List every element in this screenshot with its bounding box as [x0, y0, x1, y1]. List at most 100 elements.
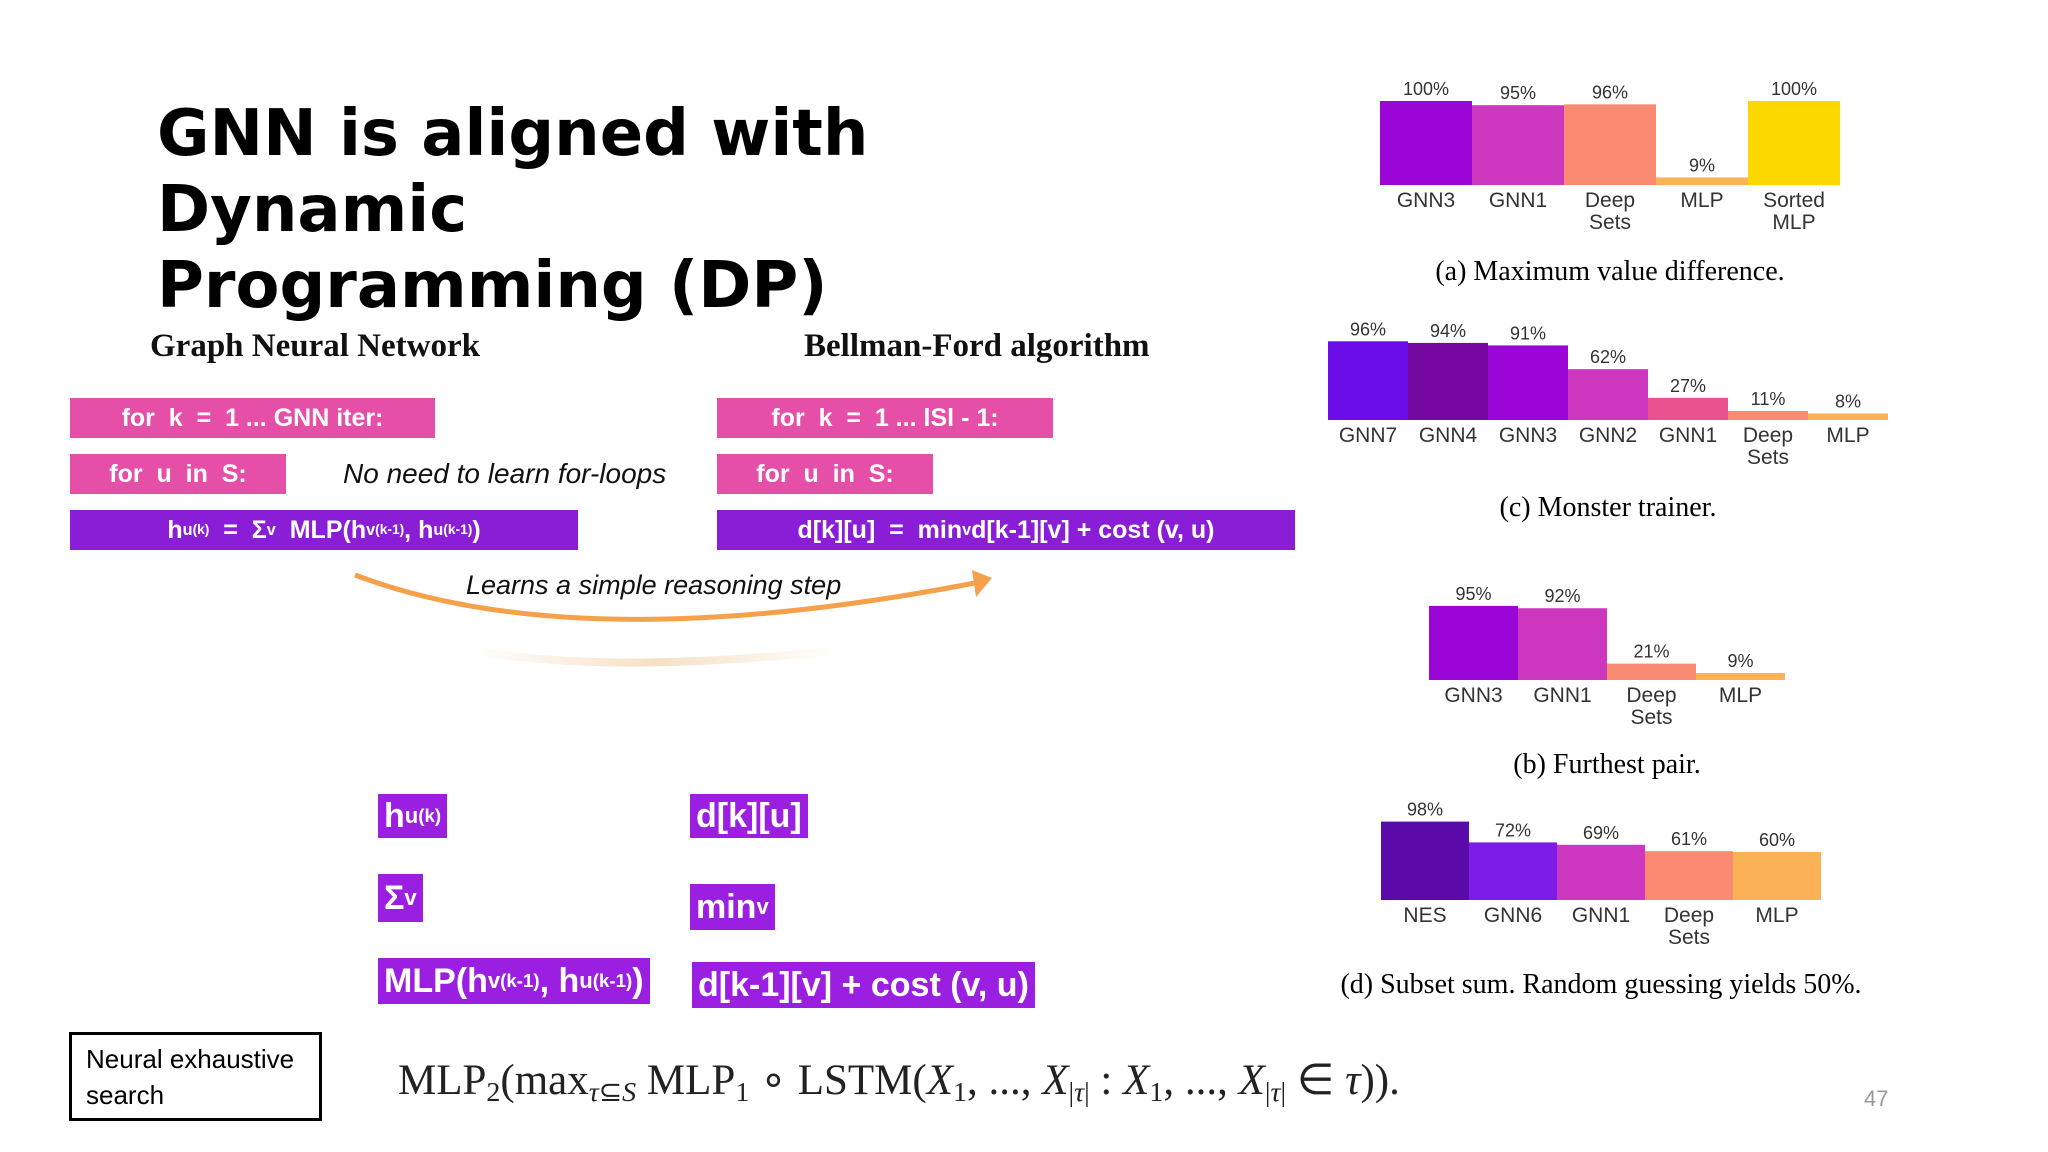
value-label-0: 95%	[1455, 584, 1491, 604]
bar-0	[1381, 821, 1469, 900]
category-label-0-0: GNN3	[1444, 684, 1502, 707]
category-label-0-0: NES	[1403, 904, 1446, 927]
tag-d-k-u: d[k][u]	[690, 794, 808, 838]
bar-4	[1733, 852, 1821, 900]
value-label-4: 60%	[1759, 830, 1795, 850]
chart-caption: (a) Maximum value difference.	[1435, 256, 1784, 287]
value-label-3: 61%	[1671, 829, 1707, 849]
tag-d-cost: d[k-1][v] + cost (v, u)	[692, 962, 1035, 1008]
category-label-0-0: GNN3	[1397, 189, 1455, 212]
value-label-4: 27%	[1670, 376, 1706, 396]
bar-2	[1488, 345, 1568, 420]
bar-2	[1564, 104, 1656, 185]
nes-label-line-2: search	[86, 1080, 165, 1110]
category-label-3-0: GNN2	[1579, 424, 1637, 447]
bar-5	[1728, 410, 1808, 420]
value-label-6: 8%	[1835, 391, 1861, 411]
category-label-2-0: GNN1	[1572, 904, 1630, 927]
bar-3	[1645, 851, 1733, 900]
bar-0	[1380, 101, 1472, 185]
bar-2	[1557, 844, 1645, 900]
category-label-6-0: MLP	[1826, 424, 1869, 447]
gnn-heading: Graph Neural Network	[150, 328, 480, 364]
category-label-1-0: GNN6	[1484, 904, 1542, 927]
bar-3	[1656, 177, 1748, 185]
nes-label-line-1: Neural exhaustive	[86, 1044, 295, 1074]
arrow-note: Learns a simple reasoning step	[466, 570, 842, 600]
value-label-0: 96%	[1350, 319, 1386, 339]
bar-4	[1648, 397, 1728, 420]
arrow-curve	[354, 572, 981, 622]
category-label-2-1: Sets	[1630, 706, 1672, 729]
slide-title: GNN is aligned with Dynamic Programming …	[157, 96, 1157, 324]
value-label-1: 95%	[1500, 83, 1536, 103]
bellman-ford-heading: Bellman-Ford algorithm	[804, 328, 1150, 364]
bar-4	[1748, 101, 1840, 185]
bar-0	[1328, 341, 1408, 420]
category-label-2-0: GNN3	[1499, 424, 1557, 447]
bf-loop-k: for k = 1 ... lSl - 1:	[717, 398, 1053, 438]
category-label-2-1: Sets	[1589, 211, 1631, 234]
category-label-5-0: Deep	[1743, 424, 1793, 447]
chart-caption: (d) Subset sum. Random guessing yields 5…	[1340, 969, 1861, 1000]
value-label-1: 72%	[1495, 820, 1531, 840]
page-number: 47	[1864, 1086, 1889, 1111]
reasoning-arrow	[354, 570, 992, 667]
category-label-2-0: Deep	[1585, 189, 1635, 212]
bar-2	[1607, 663, 1696, 680]
category-label-3-0: MLP	[1719, 684, 1762, 707]
category-label-4-1: MLP	[1772, 211, 1815, 234]
gnn-loop-u: for u in S:	[70, 454, 286, 494]
bar-1	[1469, 842, 1557, 900]
title-line-1: GNN is aligned with Dynamic	[157, 97, 869, 247]
value-label-1: 92%	[1544, 586, 1580, 606]
value-label-2: 21%	[1633, 642, 1669, 662]
nes-label-box: Neural exhaustive search	[69, 1032, 322, 1121]
bar-0	[1429, 605, 1518, 680]
bf-loop-u: for u in S:	[717, 454, 933, 494]
category-label-1-0: GNN1	[1533, 684, 1591, 707]
bar-3	[1696, 672, 1785, 680]
bar-6	[1808, 413, 1888, 420]
value-label-1: 94%	[1430, 321, 1466, 341]
gnn-loop-k: for k = 1 ... GNN iter:	[70, 398, 435, 438]
value-label-2: 69%	[1583, 823, 1619, 843]
category-label-3-1: Sets	[1668, 926, 1710, 949]
value-label-5: 11%	[1751, 389, 1786, 409]
chart-caption: (c) Monster trainer.	[1500, 492, 1717, 523]
nes-formula: MLP2(maxτ⊆S MLP1 ∘ LSTM(X1, ..., X|τ| : …	[398, 1057, 1400, 1108]
value-label-0: 100%	[1403, 79, 1449, 99]
arrow-shadow	[469, 646, 841, 667]
value-label-3: 62%	[1590, 347, 1626, 367]
chart-caption: (b) Furthest pair.	[1513, 749, 1700, 780]
chart-monster-trainer: 96%GNN794%GNN491%GNN362%GNN227%GNN111%De…	[1328, 319, 1888, 523]
category-label-4-0: Sorted	[1763, 189, 1825, 212]
category-label-5-1: Sets	[1747, 446, 1789, 469]
value-label-4: 100%	[1771, 79, 1817, 99]
category-label-3-0: Deep	[1664, 904, 1714, 927]
value-label-3: 9%	[1727, 651, 1753, 671]
category-label-1-0: GNN1	[1489, 189, 1547, 212]
category-label-3-0: MLP	[1680, 189, 1723, 212]
bar-1	[1408, 342, 1488, 420]
category-label-2-0: Deep	[1626, 684, 1676, 707]
no-loops-note: No need to learn for-loops	[343, 458, 667, 489]
value-label-2: 91%	[1510, 323, 1546, 343]
category-label-4-0: GNN1	[1659, 424, 1717, 447]
value-label-0: 98%	[1407, 800, 1443, 820]
title-line-2: Programming (DP)	[157, 249, 828, 323]
bar-3	[1568, 369, 1648, 420]
bar-1	[1472, 105, 1564, 185]
value-label-2: 96%	[1592, 82, 1628, 102]
value-label-3: 9%	[1689, 155, 1715, 175]
category-label-4-0: MLP	[1755, 904, 1798, 927]
